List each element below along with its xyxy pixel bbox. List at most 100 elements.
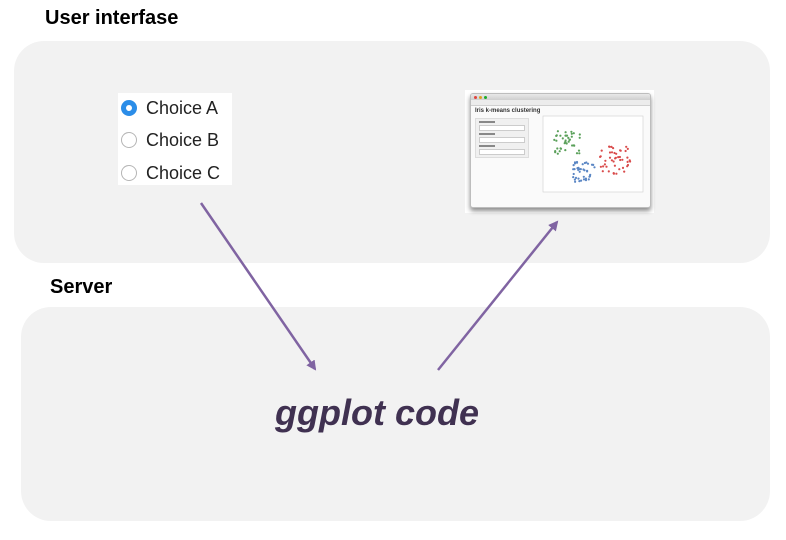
window-urlbar (471, 100, 650, 106)
scatter-point (554, 151, 557, 154)
maximize-dot-icon (484, 95, 487, 99)
scatter-point (570, 130, 573, 133)
scatter-point (559, 134, 562, 137)
scatter-point (578, 136, 581, 139)
sidebar-select (479, 137, 525, 143)
scatter-point (599, 165, 602, 168)
scatter-point (574, 176, 578, 179)
scatter-point (556, 147, 559, 150)
sidebar-select (479, 125, 525, 131)
scatter-point (575, 160, 579, 164)
scatter-point (570, 135, 573, 138)
user-interface-label: User interfase (45, 7, 179, 29)
app-sidebar (475, 118, 529, 158)
scatter-point (587, 178, 590, 181)
scatter-point (564, 149, 567, 152)
radio-option-label: Choice B (146, 129, 220, 150)
radio-checked-icon[interactable] (121, 100, 137, 116)
scatter-point (600, 149, 603, 152)
scatter-point (613, 151, 616, 155)
scatter-point (615, 152, 618, 155)
scatter-point (572, 172, 575, 176)
scatter-point (613, 164, 616, 167)
scatter-point (573, 168, 576, 171)
scatter-point (564, 139, 567, 142)
radio-unchecked-icon[interactable] (121, 132, 137, 148)
radio-option-a[interactable]: Choice A (121, 95, 218, 121)
scatter-point (580, 179, 583, 182)
scatter-point (564, 131, 567, 134)
scatter-point (577, 149, 581, 152)
scatter-point (626, 160, 629, 163)
app-screenshot-thumbnail: Iris k-means clustering (465, 90, 654, 213)
scatter-point (575, 152, 579, 155)
scatter-point (576, 167, 579, 170)
close-dot-icon (474, 95, 477, 99)
scatter-point (582, 178, 586, 181)
sidebar-numeric-input (479, 149, 525, 155)
scatter-point (586, 162, 590, 165)
scatter-point (626, 156, 629, 159)
scatter-point (572, 164, 575, 167)
scatter-point (624, 149, 627, 153)
scatter-point (603, 163, 606, 166)
scatter-point (628, 159, 631, 162)
scatter-point (561, 137, 564, 140)
scatter-point (608, 145, 611, 148)
scatter-point (582, 168, 585, 171)
scatter-point (604, 159, 607, 162)
scatter-plot-thumbnail (542, 115, 644, 193)
scatter-point (625, 145, 628, 148)
scatter-point (578, 133, 581, 136)
scatter-point (556, 130, 559, 133)
scatter-point (573, 162, 577, 165)
scatter-point (572, 132, 575, 135)
arrow-server-to-ui (437, 220, 559, 371)
radio-option-label: Choice C (146, 162, 221, 183)
window-titlebar (471, 94, 650, 100)
scatter-point (619, 158, 622, 162)
scatter-point (612, 147, 615, 150)
scatter-point (601, 170, 604, 173)
scatter-point (610, 159, 613, 162)
scatter-point (578, 170, 581, 173)
scatter-point (593, 166, 596, 169)
sidebar-label-line (479, 145, 495, 147)
scatter-point (558, 150, 561, 153)
scatter-point (621, 158, 624, 161)
scatter-point (608, 151, 612, 154)
scatter-point (619, 149, 622, 152)
scatter-point (610, 145, 613, 148)
scatter-point (553, 138, 556, 141)
scatter-point (555, 139, 558, 142)
scatter-point (565, 134, 568, 137)
scatter-point (617, 156, 620, 159)
scatter-point (572, 176, 575, 179)
scatter-point (559, 147, 562, 150)
scatter-point (578, 152, 581, 155)
scatter-point (626, 147, 629, 150)
scatter-point (586, 170, 589, 173)
scatter-point (567, 136, 570, 139)
scatter-point (605, 165, 608, 168)
scatter-point (607, 170, 610, 173)
scatter-point (618, 155, 621, 159)
scatter-point (618, 168, 621, 171)
scatter-point (614, 157, 617, 160)
sidebar-label-line (479, 133, 495, 135)
radio-unchecked-icon[interactable] (121, 165, 137, 181)
scatter-point (615, 172, 618, 175)
scatter-point (567, 140, 570, 143)
scatter-point (571, 144, 574, 147)
scatter-point (574, 180, 577, 183)
scatter-point (590, 163, 594, 166)
radio-option-c[interactable]: Choice C (121, 160, 220, 186)
app-title: Iris k-means clustering (475, 108, 541, 114)
scatter-point (626, 165, 629, 168)
scatter-point (582, 175, 585, 178)
scatter-point (581, 163, 584, 166)
scatter-point (589, 173, 592, 176)
radio-option-b[interactable]: Choice B (121, 127, 219, 153)
scatter-point (568, 138, 571, 141)
app-window: Iris k-means clustering (470, 93, 651, 208)
